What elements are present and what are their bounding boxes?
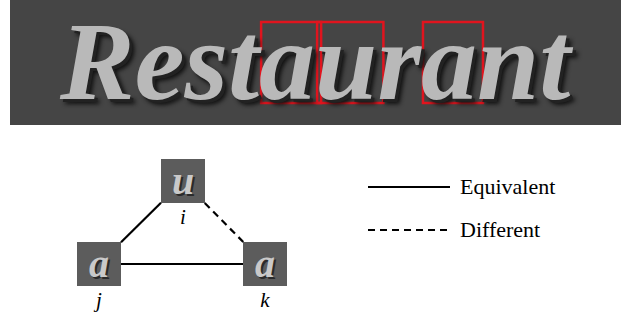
glyph-letter: a: [255, 244, 275, 284]
legend-line: [368, 229, 450, 231]
glyph-node: ak: [243, 242, 287, 311]
equivalent-link: [121, 203, 161, 243]
legend-label: Equivalent: [460, 176, 555, 198]
glyph-letter: a: [89, 244, 109, 284]
glyph-patch: a: [77, 242, 121, 286]
index-label: i: [161, 207, 205, 228]
glyph-patch: u: [161, 159, 205, 203]
index-label: k: [243, 290, 287, 311]
glyph-node: ui: [161, 159, 205, 228]
glyph-letter: u: [172, 161, 194, 201]
glyph-node: aj: [77, 242, 121, 311]
legend-entry: Equivalent: [368, 176, 555, 198]
different-link: [205, 203, 244, 242]
glyph-patch: a: [243, 242, 287, 286]
legend-label: Different: [460, 219, 540, 241]
equivalent-link: [121, 263, 243, 265]
legend-line-sample: [368, 225, 450, 235]
legend-line-sample: [368, 182, 450, 192]
sign-word: Restaurant: [60, 5, 570, 117]
legend-entry: Different: [368, 219, 540, 241]
legend-line: [368, 186, 450, 188]
index-label: j: [77, 290, 121, 311]
